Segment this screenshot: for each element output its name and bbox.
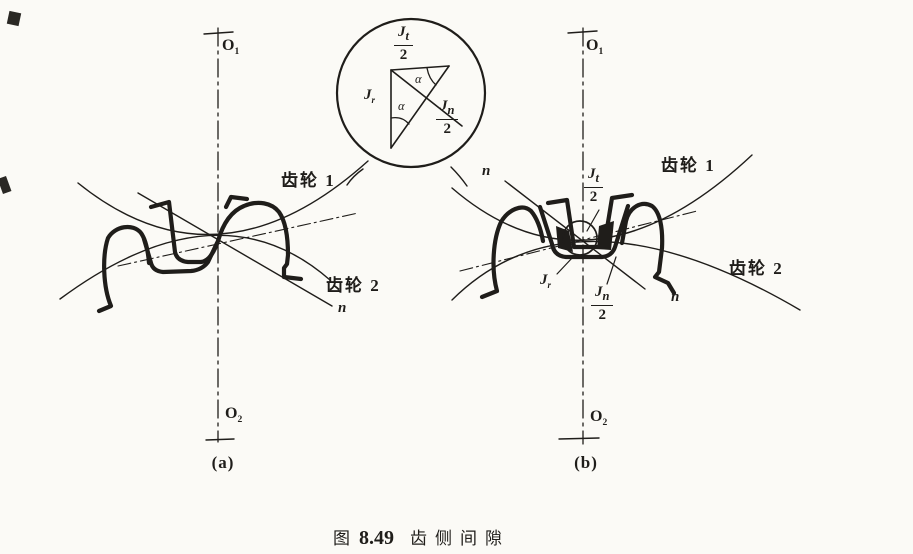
caption-prefix: 图 xyxy=(333,529,350,548)
b-jr-label: Jr xyxy=(540,272,552,290)
tangent-dashdot-a xyxy=(117,212,359,267)
triangle-leg-jt xyxy=(390,65,450,71)
inset-jt-over-2-label: Jt 2 xyxy=(394,25,413,63)
detail-circle-outline xyxy=(335,17,487,169)
jn-leader-line xyxy=(606,256,617,285)
detail-connector-left xyxy=(346,168,364,186)
gear1-right-tooth-a xyxy=(215,200,304,282)
a-line-of-action-label: n xyxy=(338,300,347,316)
a-center-o1-label: O1 xyxy=(222,37,240,58)
angle-arc-upper xyxy=(426,67,437,86)
center-tick-bottom-b xyxy=(558,437,600,440)
b-center-o1-label: O1 xyxy=(586,37,604,58)
backlash-gap-right-fill xyxy=(597,221,614,250)
b-center-o2-label: O2 xyxy=(590,408,608,429)
b-jn-over-2-label: Jn 2 xyxy=(591,285,614,323)
gear2-tooth-space-b xyxy=(537,203,631,260)
a-sub-label: (a) xyxy=(211,453,235,472)
mesh-point-circle xyxy=(562,220,598,256)
inset-alpha-upper-label: α xyxy=(415,72,422,86)
gear2-right-tooth-b xyxy=(619,201,677,296)
jr-leader-line xyxy=(556,256,574,275)
triangle-hypotenuse-jn xyxy=(390,65,450,149)
tooth-profiles-a xyxy=(96,194,304,314)
b-sub-label: (b) xyxy=(574,453,598,472)
figure-caption: 图 8.49 齿侧间隙 xyxy=(333,524,510,550)
b-line-of-action-lower-label: n xyxy=(671,289,680,305)
line-of-action-b xyxy=(504,180,646,290)
center-tick-top-b xyxy=(567,30,598,34)
inset-jr-label: Jr xyxy=(364,87,376,105)
diagram-a-lines xyxy=(59,27,369,443)
jt-leader-line xyxy=(586,209,600,232)
gear2-tooth-flank-a xyxy=(141,236,220,275)
detail-circle xyxy=(335,17,487,187)
diagram-b-lines xyxy=(451,27,801,445)
inset-alpha-lower-label: α xyxy=(398,99,405,113)
pitch-arc-gear2-a xyxy=(59,234,331,300)
caption-number: 8.49 xyxy=(359,527,394,549)
b-line-of-action-upper-label: n xyxy=(482,163,491,179)
caption-title: 齿侧间隙 xyxy=(410,529,510,548)
backlash-gap-left-fill xyxy=(556,226,573,252)
tooth-profiles-b xyxy=(479,192,677,300)
gear1-tooth-hook-a xyxy=(223,194,250,210)
b-gear2-label: 齿轮 2 xyxy=(729,259,784,278)
gear1-space-flank-a xyxy=(148,199,221,265)
gear2-left-tooth-b xyxy=(479,205,546,300)
detail-connector-right xyxy=(450,166,468,187)
inset-jn-over-2-label: Jn 2 xyxy=(436,99,459,137)
center-tick-bottom-a xyxy=(205,438,235,441)
b-gear1-label: 齿轮 1 xyxy=(661,156,716,175)
a-gear1-label: 齿轮 1 xyxy=(281,171,336,190)
center-tick-top-a xyxy=(203,31,234,35)
b-jt-over-2-label: Jt 2 xyxy=(584,167,603,205)
normal-direction-line xyxy=(390,69,463,127)
gear1-tooth-b xyxy=(545,192,635,250)
a-gear2-label: 齿轮 2 xyxy=(326,276,381,295)
angle-arc-lower xyxy=(390,116,410,125)
a-center-o2-label: O2 xyxy=(225,405,243,426)
pitch-arc-gear1-b xyxy=(451,154,753,241)
tangent-dashdot-b xyxy=(459,210,698,272)
